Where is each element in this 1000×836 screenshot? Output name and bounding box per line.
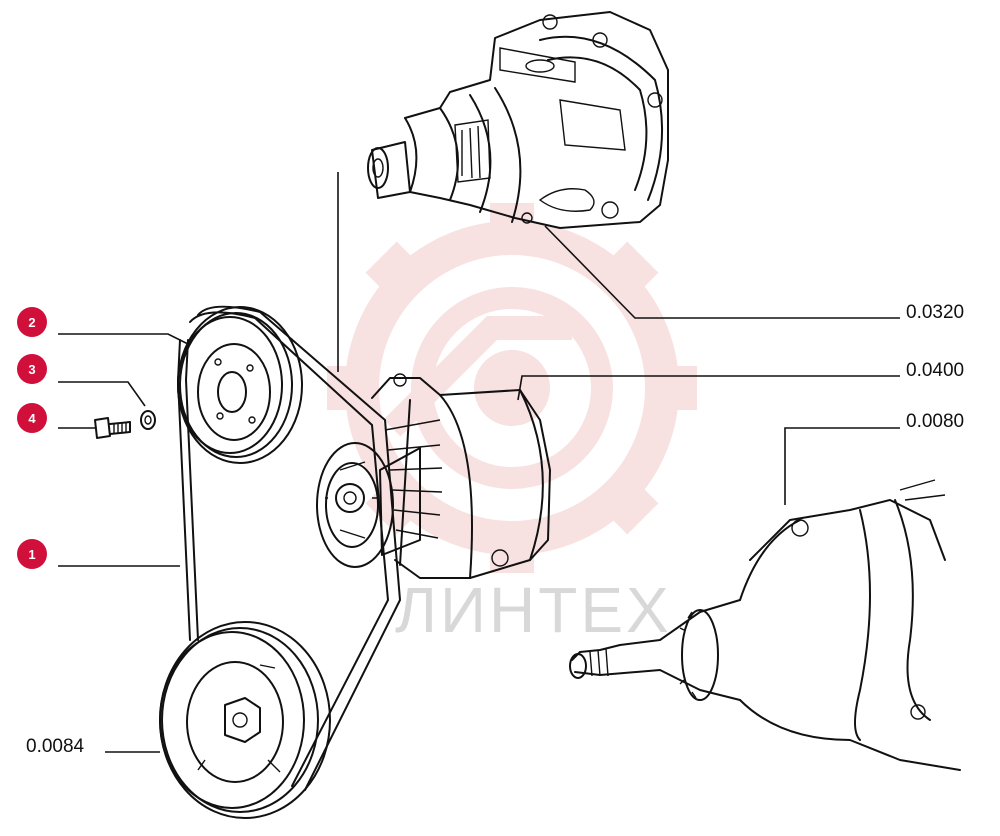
leader-0320 bbox=[544, 225, 900, 319]
crankshaft-drawing bbox=[569, 479, 961, 771]
crank-pulley-drawing bbox=[159, 621, 331, 819]
callout-2-number: 2 bbox=[28, 315, 35, 330]
pump-pulley-drawing bbox=[177, 306, 303, 464]
alternator-drawing bbox=[367, 11, 669, 229]
callout-3-number: 3 bbox=[28, 362, 35, 377]
callout-1-number: 1 bbox=[28, 547, 35, 562]
leader-2 bbox=[58, 333, 191, 346]
washer-drawing bbox=[140, 410, 156, 430]
ref-label-0400: 0.0400 bbox=[906, 360, 964, 381]
ref-label-0320: 0.0320 bbox=[906, 302, 964, 323]
callout-2: 2 bbox=[17, 307, 47, 337]
callout-4-number: 4 bbox=[28, 411, 36, 426]
ref-label-0080: 0.0080 bbox=[906, 411, 964, 432]
callout-3: 3 bbox=[17, 354, 47, 384]
watermark-text: ЛИНТЕХ bbox=[395, 574, 672, 646]
bolt-drawing bbox=[94, 417, 131, 439]
leader-0400 bbox=[517, 375, 900, 401]
ref-label-0084: 0.0084 bbox=[26, 736, 85, 757]
callout-1: 1 bbox=[17, 539, 47, 569]
callout-4: 4 bbox=[17, 403, 47, 433]
leader-0080 bbox=[784, 427, 900, 505]
leader-3 bbox=[58, 381, 146, 407]
drive-belt-drawing bbox=[177, 305, 401, 791]
watermark-gear-logo bbox=[327, 203, 697, 573]
